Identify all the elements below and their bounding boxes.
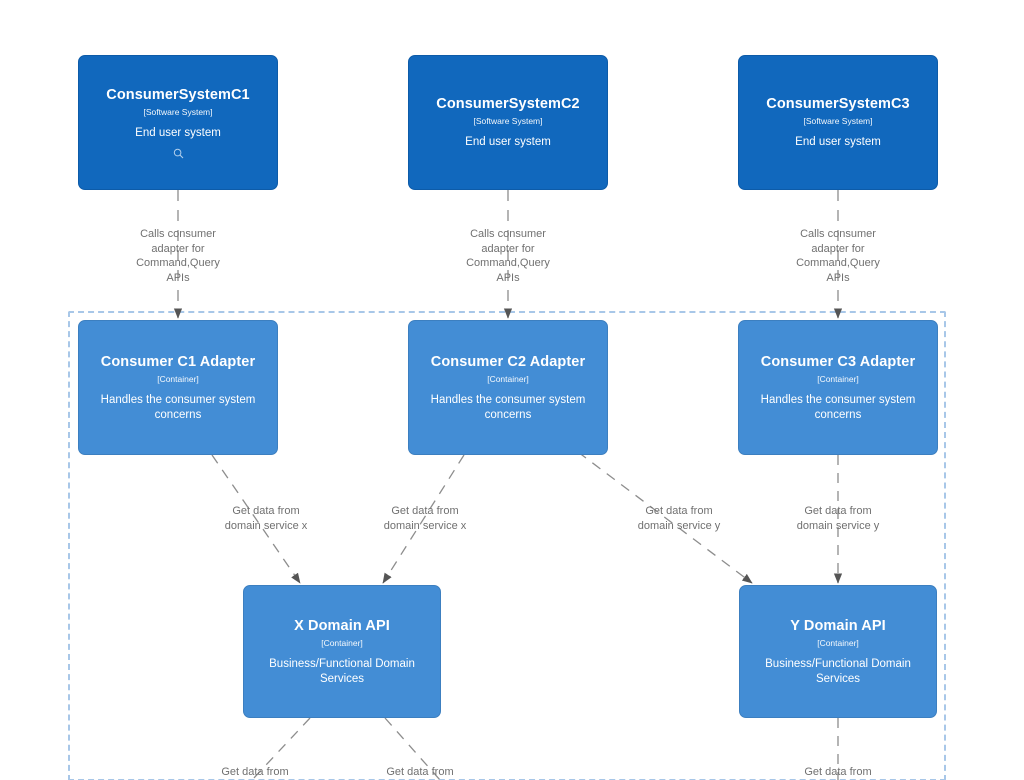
node-title: Consumer C3 Adapter (760, 353, 916, 370)
node-consumer-c3-adapter[interactable]: Consumer C3 Adapter [Container] Handles … (738, 320, 938, 455)
node-title: ConsumerSystemC1 (106, 86, 250, 103)
node-y-domain-api[interactable]: Y Domain API [Container] Business/Functi… (739, 585, 937, 718)
node-type: [Container] (817, 637, 859, 648)
node-type: [Container] (817, 373, 859, 384)
node-description: End user system (465, 136, 551, 149)
node-title: Consumer C1 Adapter (100, 353, 256, 370)
node-consumer-system-c3[interactable]: ConsumerSystemC3 [Software System] End u… (738, 55, 938, 190)
node-description: End user system (135, 127, 221, 140)
node-description: Business/Functional Domain Services (765, 657, 911, 685)
node-type: [Software System] (473, 116, 543, 127)
node-description: Handles the consumer system concerns (760, 393, 916, 421)
edge-label-c2-to-c2adapter: Calls consumer adapter for Command,Query… (466, 228, 550, 284)
node-type: [Container] (157, 373, 199, 384)
node-title: Y Domain API (790, 617, 886, 634)
node-title: ConsumerSystemC2 (436, 95, 580, 112)
node-description: Handles the consumer system concerns (100, 393, 256, 421)
edge-label-c3-to-c3adapter: Calls consumer adapter for Command,Query… (796, 228, 880, 284)
node-consumer-c2-adapter[interactable]: Consumer C2 Adapter [Container] Handles … (408, 320, 608, 455)
edge-label-c1-to-c1adapter: Calls consumer adapter for Command,Query… (136, 228, 220, 284)
node-type: [Software System] (803, 116, 873, 127)
node-title: Consumer C2 Adapter (430, 353, 586, 370)
node-consumer-system-c1[interactable]: ConsumerSystemC1 [Software System] End u… (78, 55, 278, 190)
node-title: X Domain API (294, 617, 390, 634)
node-consumer-system-c2[interactable]: ConsumerSystemC2 [Software System] End u… (408, 55, 608, 190)
node-type: [Container] (487, 373, 529, 384)
node-description: Business/Functional Domain Services (269, 657, 415, 685)
magnifier-icon[interactable] (173, 148, 184, 159)
node-type: [Software System] (143, 107, 213, 118)
node-description: Handles the consumer system concerns (430, 393, 586, 421)
node-description: End user system (795, 136, 881, 149)
node-title: ConsumerSystemC3 (766, 95, 910, 112)
node-consumer-c1-adapter[interactable]: Consumer C1 Adapter [Container] Handles … (78, 320, 278, 455)
node-x-domain-api[interactable]: X Domain API [Container] Business/Functi… (243, 585, 441, 718)
node-type: [Container] (321, 637, 363, 648)
